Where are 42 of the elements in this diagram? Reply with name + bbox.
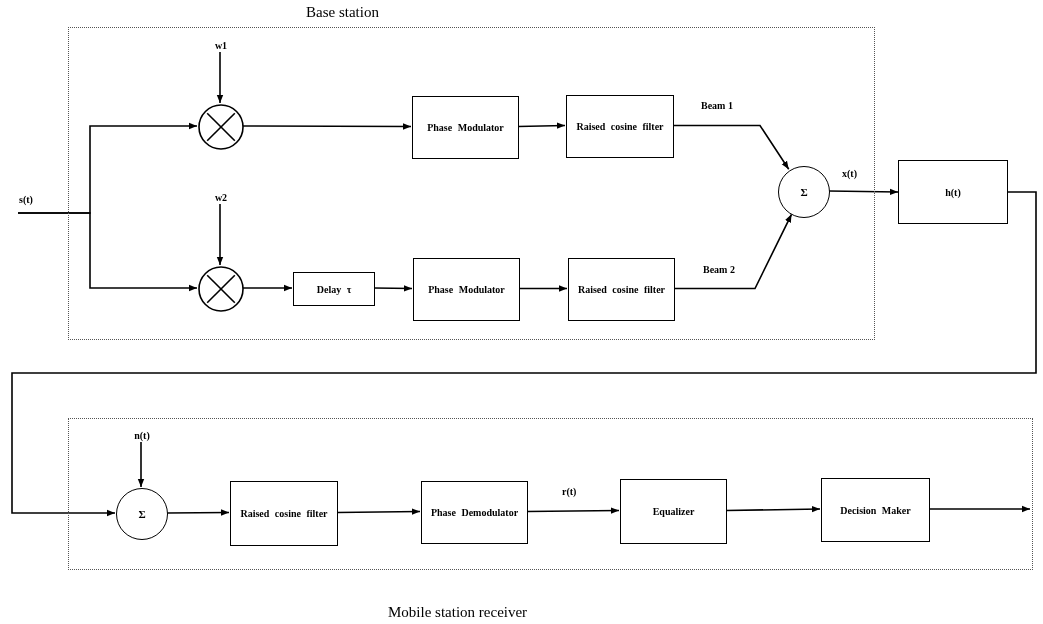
block-box: Phase Demodulator	[421, 481, 528, 544]
edge-label: r(t)	[561, 484, 578, 499]
block-box: Phase Modulator	[412, 96, 519, 159]
arrow	[11, 191, 1037, 517]
group-heading: Mobile station receiver	[388, 603, 528, 622]
arrow	[725, 505, 821, 513]
arrow	[17, 212, 198, 292]
arrow	[517, 122, 566, 129]
arrow	[373, 285, 413, 292]
block-box: Decision Maker	[821, 478, 930, 542]
arrow	[518, 285, 568, 292]
block-box: Delay τ	[293, 272, 375, 306]
multiplier-circle	[198, 266, 244, 312]
block-box: Raised cosine filter	[566, 95, 674, 158]
edge-label: s(t)	[18, 192, 34, 207]
arrow	[216, 203, 224, 266]
arrow	[166, 509, 230, 516]
arrow	[673, 213, 793, 290]
arrow	[672, 124, 790, 171]
arrow	[828, 188, 899, 196]
multiplier-circle	[198, 104, 244, 150]
signal-label: w1	[206, 37, 236, 53]
block-box: Raised cosine filter	[230, 481, 338, 546]
summing-junction	[116, 488, 168, 540]
summing-junction	[778, 166, 830, 218]
edge-label: x(t)	[841, 166, 858, 181]
arrow	[928, 505, 1031, 513]
block-box: Equalizer	[620, 479, 727, 544]
sum-symbol: Σ	[800, 184, 808, 200]
block-box: h(t)	[898, 160, 1008, 224]
sum-symbol: Σ	[138, 506, 146, 522]
signal-label: n(t)	[127, 427, 157, 443]
arrow	[336, 508, 421, 515]
arrow	[242, 123, 412, 130]
arrow	[137, 441, 145, 488]
arrow	[242, 284, 293, 292]
block-box: Raised cosine filter	[568, 258, 675, 321]
block-box: Phase Modulator	[413, 258, 520, 321]
signal-label: w2	[206, 189, 236, 205]
arrow	[216, 51, 224, 104]
group-heading: Base station	[306, 3, 379, 22]
arrow	[526, 507, 620, 514]
